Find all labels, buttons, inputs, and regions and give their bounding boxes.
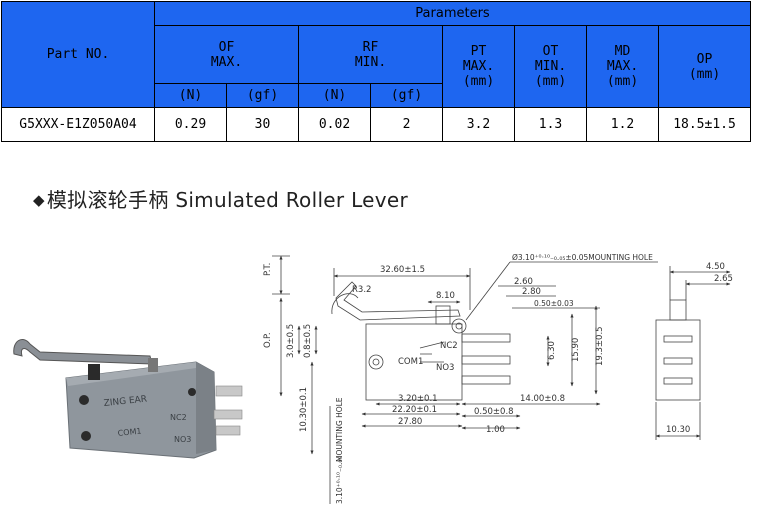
part-no-header: Part NO. [1,1,155,108]
dim-19-3: 19.3±0.5 [595,326,605,366]
dim-3-0: 3.0±0.5 [286,324,296,358]
dim-4-50: 4.50 [706,262,725,272]
dim-27-80: 27.80 [398,417,422,427]
rf-gf-cell: 2 [370,107,443,142]
of-unit-n: (N) [154,83,227,108]
dim-1-00: 1.00 [486,425,505,435]
dim-10-30-vertical: 10.30±0.1 [299,387,309,432]
parameters-header: Parameters [154,1,751,26]
com1-label: COM1 [398,357,423,367]
of-gf-cell: 30 [226,107,299,142]
photo-no-label: NO3 [174,435,191,444]
rf-n-cell: 0.02 [298,107,371,142]
mount-hole-label: Ø3.10⁺⁰·¹⁰₋₀.₀₅±0.05MOUNTING HOLE [512,253,653,262]
dim-10-30: 10.30 [666,425,690,435]
dim-15-90: 15.90 [571,338,581,362]
dim-0-50-0-03: 0.50±0.03 [534,299,574,308]
photo-com-label: COM1 [117,427,142,438]
dim-3-20: 3.20±0.1 [398,394,438,404]
rf-unit-n: (N) [298,83,371,108]
dim-8-10: 8.10 [436,291,455,301]
dim-2-65: 2.65 [714,274,733,284]
nc2-label: NC2 [440,341,458,351]
op-label: O.P. [263,332,273,348]
pt-label: P.T. [263,263,273,276]
ot-cell: 1.3 [514,107,587,142]
no3-label: NO3 [436,363,454,373]
op-cell: 18.5±1.5 [658,107,751,142]
section-title: ◆模拟滚轮手柄 Simulated Roller Lever [33,184,408,213]
dim-32-60: 32.60±1.5 [380,265,425,275]
section-title-chinese: 模拟滚轮手柄 [46,188,169,212]
switch-drawing: ZING EAR NC2 COM1 NO3 [13,253,733,504]
mounting-hole-vertical: MOUNTING HOLE [335,397,344,462]
dim-14-00: 14.00±0.8 [520,394,565,404]
dim-2-80: 2.80 [522,287,541,297]
dim-2-60: 2.60 [514,277,533,287]
dim-0-50-0-8: 0.50±0.8 [474,407,514,417]
part-number-cell: G5XXX-E1Z050A04 [1,107,155,142]
op-header: OP(mm) [658,25,751,108]
dim-3-10-vertical: 3.10⁺⁰·¹⁰₋₀.₀₅ [335,457,344,504]
of-n-cell: 0.29 [154,107,227,142]
side-view [272,255,658,504]
photo-nc-label: NC2 [170,413,187,422]
switch-photo: ZING EAR NC2 COM1 NO3 [13,339,243,459]
dim-6-30: 6.30 [547,341,557,360]
end-view [655,266,731,440]
diamond-bullet-icon: ◆ [33,191,45,209]
rf-unit-gf: (gf) [370,83,443,108]
dim-22-20: 22.20±0.1 [392,405,437,415]
section-title-english: Simulated Roller Lever [175,188,409,212]
dim-r3-2: R3.2 [352,285,371,295]
dim-0-8: 0.8±0.5 [303,324,313,358]
of-unit-gf: (gf) [226,83,299,108]
md-cell: 1.2 [586,107,659,142]
photo-brand-label: ZING EAR [103,394,147,408]
pt-cell: 3.2 [442,107,515,142]
